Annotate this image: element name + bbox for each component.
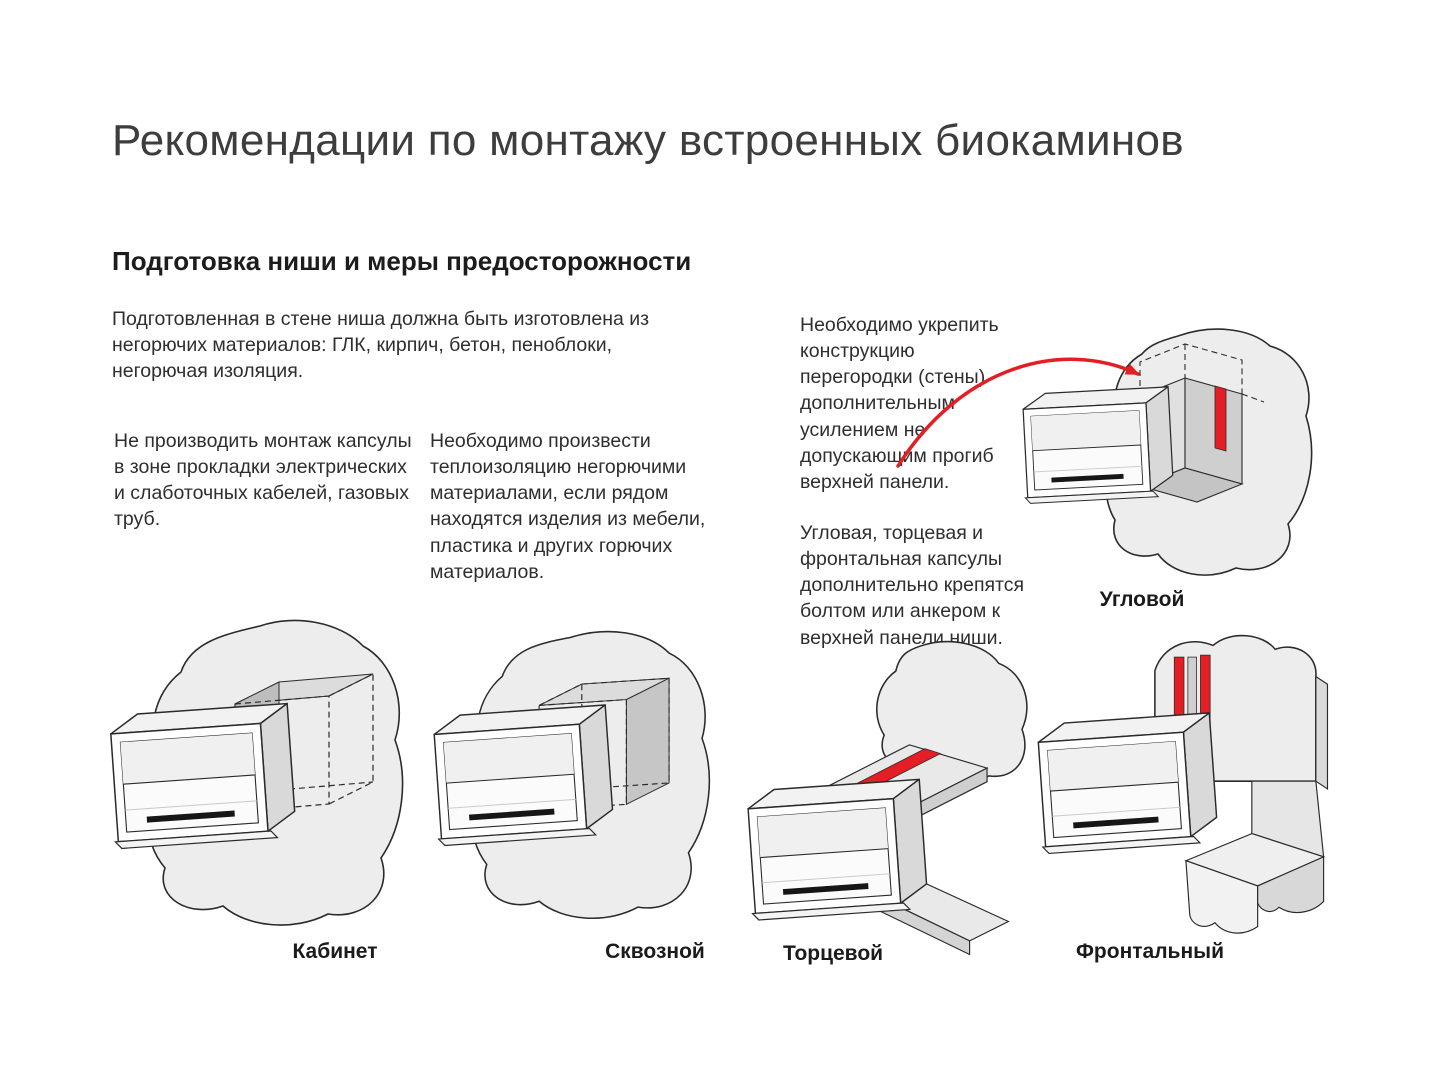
step-base-shape [1184, 780, 1326, 934]
intro-text: Подготовленная в стене ниша должна быть … [112, 308, 650, 383]
note-cables: Не производить монтаж капсулы в зоне про… [114, 430, 412, 531]
fireplace-capsule-illustration [1019, 386, 1175, 505]
diagram-end [740, 640, 1040, 970]
reinforce-stripe [1214, 385, 1227, 452]
diagram-frontal [1028, 628, 1338, 948]
fireplace-capsule-illustration [429, 704, 615, 847]
page-title: Рекомендации по монтажу встроенных биока… [112, 116, 1184, 165]
fireplace-capsule-illustration [1033, 712, 1220, 855]
fireplace-capsule-illustration [105, 702, 298, 850]
diagram-label-cabinet: Кабинет [292, 940, 378, 963]
section-heading: Подготовка ниши и меры предосторожности [112, 246, 692, 276]
note-anchor: Угловая, торцевая и фронтальная капсулы … [800, 522, 1025, 649]
note-insulation: Необходимо произвести теплоизоляцию него… [430, 430, 706, 583]
diagram-through [420, 622, 730, 942]
fireplace-capsule-illustration [743, 778, 929, 922]
diagram-cabinet [95, 612, 425, 942]
diagram-label-corner: Угловой [1099, 588, 1185, 611]
diagram-corner [1010, 318, 1330, 588]
diagram-label-frontal: Фронтальный [1075, 940, 1224, 963]
note-reinforce: Необходимо укрепить конструкцию перегоро… [800, 314, 999, 493]
diagram-label-through: Сквозной [605, 940, 705, 963]
diagram-label-end: Торцевой [782, 942, 884, 965]
